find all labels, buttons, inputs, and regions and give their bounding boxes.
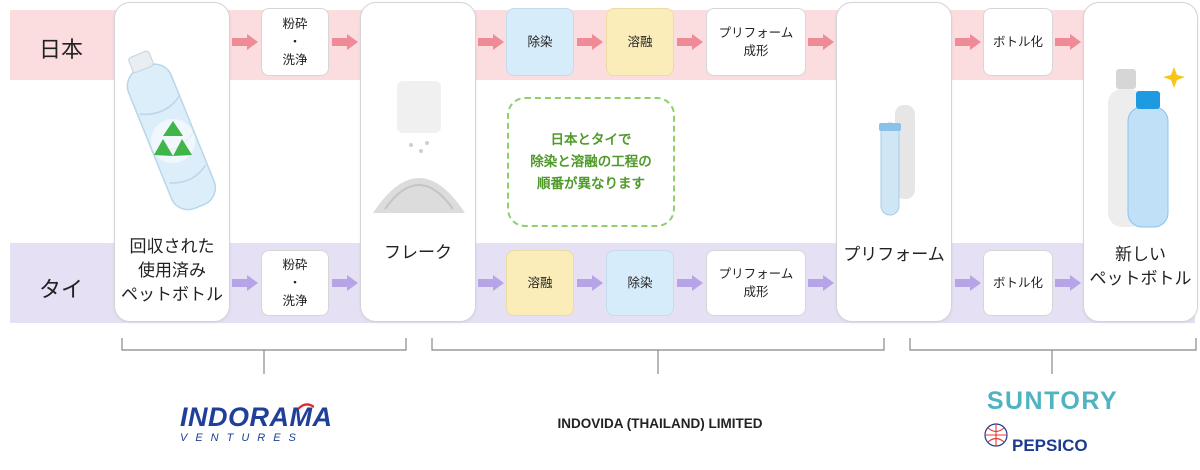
jp-arrow (478, 34, 504, 50)
new-bottle-icon (1108, 67, 1185, 228)
pepsico-globe-icon (984, 423, 1008, 447)
th-step-decontamination: 除染 (606, 250, 674, 316)
jp-step-preform-molding: プリフォーム 成形 (706, 8, 806, 76)
jp-arrow (677, 34, 703, 50)
jp-step-decontamination: 除染 (506, 8, 574, 76)
company-indovida: INDOVIDA (THAILAND) LIMITED (557, 416, 763, 431)
th-arrow (332, 275, 358, 291)
th-arrow (1055, 275, 1081, 291)
th-step-bottling: ボトル化 (983, 250, 1053, 316)
jp-arrow (232, 34, 258, 50)
crushed-bottle-icon (126, 50, 217, 211)
responsibility-brackets (121, 338, 1197, 374)
th-step-preform-molding: プリフォーム 成形 (706, 250, 806, 316)
th-arrow (808, 275, 834, 291)
stage-card-flake: フレーク (360, 2, 476, 322)
jp-step-crush-wash: 粉砕 ・ 洗浄 (261, 8, 329, 76)
stage-card-used-bottle: 回収された 使用済み ペットボトル (114, 2, 230, 322)
th-arrow (577, 275, 603, 291)
sparkle-icon (1163, 67, 1185, 88)
stage-label-preform: プリフォーム (843, 245, 945, 265)
row-label-thailand: タイ (38, 278, 83, 303)
jp-arrow (332, 34, 358, 50)
th-arrow (478, 275, 504, 291)
row-label-japan: 日本 (38, 38, 83, 63)
jp-arrow (955, 34, 981, 50)
th-step-melting: 溶融 (506, 250, 574, 316)
stage-card-preform: プリフォーム (836, 2, 952, 322)
bracket-indorama (121, 338, 407, 351)
stage-label-flake: フレーク (384, 243, 452, 263)
jp-step-bottling: ボトル化 (983, 8, 1053, 76)
pepsico-logo: PEPSICO (1012, 436, 1088, 455)
indorama-logo-top: INDORAMA (180, 402, 333, 432)
th-arrow (955, 275, 981, 291)
stage-label-used-bottle: 回収された 使用済み ペットボトル (121, 237, 223, 305)
th-arrow (232, 275, 258, 291)
bracket-indovida (431, 338, 885, 351)
stage-label-new-bottle: 新しい ペットボトル (1089, 245, 1192, 289)
th-step-crush-wash: 粉砕 ・ 洗浄 (261, 250, 329, 316)
indorama-logo-bottom: VENTURES (180, 432, 304, 444)
jp-arrow (1055, 34, 1081, 50)
jp-arrow (808, 34, 834, 50)
jp-step-melting: 溶融 (606, 8, 674, 76)
flake-pile-icon (373, 81, 465, 213)
bracket-suntory-pepsico (909, 338, 1197, 351)
jp-arrow (577, 34, 603, 50)
preform-icon (879, 105, 915, 216)
process-order-note: 日本とタイで 除染と溶融の工程の 順番が異なります (507, 97, 675, 227)
stage-card-new-bottle: 新しい ペットボトル (1083, 2, 1198, 322)
th-arrow (677, 275, 703, 291)
indorama-ventures-logo: INDORAMA VENTURES (180, 403, 350, 445)
suntory-logo: SUNTORY (986, 387, 1119, 415)
indorama-swoosh-icon (298, 403, 314, 410)
recycle-icon (151, 119, 195, 163)
